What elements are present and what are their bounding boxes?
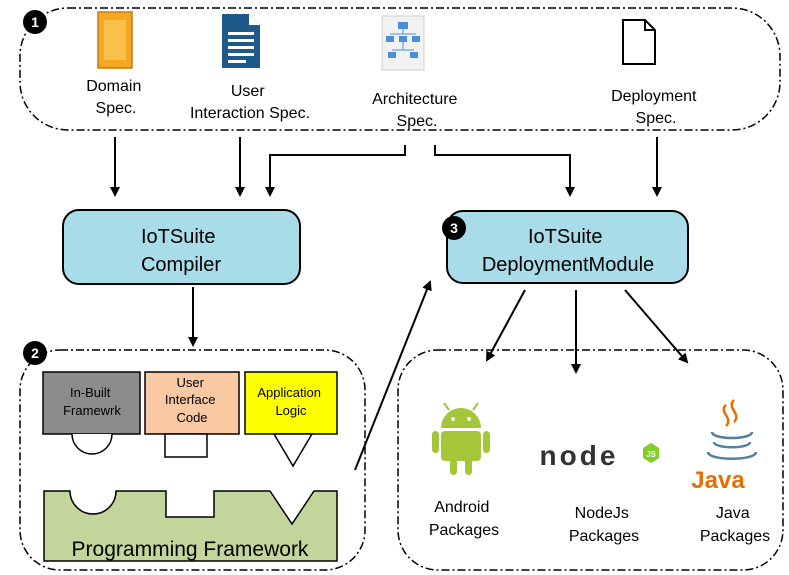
- user-interaction-spec-label: User Interaction Spec.: [190, 83, 310, 122]
- framework-to-deployment-arrow: [354, 280, 432, 471]
- java-logo-icon: Java: [691, 399, 758, 494]
- ui-code-connector: [164, 433, 208, 458]
- ui-code-label: User Interface Code: [165, 375, 219, 425]
- framework-region: [19, 349, 366, 571]
- document-icon: [222, 14, 260, 68]
- android-icon: [432, 402, 490, 475]
- badge-3: 3: [442, 216, 466, 240]
- iotsuite-deployment-module-box: [446, 210, 689, 284]
- deployment-spec-icon: [622, 19, 656, 65]
- badge-2: 2: [23, 341, 47, 365]
- inbuilt-framework-box: [42, 371, 141, 435]
- nodejs-logo-icon: node JS: [540, 440, 659, 471]
- nodejs-packages-label: NodeJs Packages: [569, 505, 639, 545]
- architecture-spec-icon: [381, 15, 425, 71]
- domain-spec-label: Domain Spec.: [86, 78, 146, 117]
- architecture-spec-label: Architecture Spec.: [372, 91, 462, 130]
- iotsuite-compiler-box: [62, 209, 301, 285]
- app-logic-connector: [272, 433, 314, 468]
- deployment-spec-label: Deployment Spec.: [611, 88, 701, 127]
- programming-framework-base: [43, 490, 338, 562]
- svg-text:Java: Java: [691, 467, 745, 494]
- packages-region: [397, 349, 784, 571]
- spec-arrows: [110, 137, 662, 197]
- inbuilt-connector: [71, 433, 113, 455]
- svg-text:JS: JS: [646, 450, 656, 459]
- spec-region: [19, 7, 781, 131]
- svg-text:1: 1: [31, 14, 39, 30]
- programming-framework-label: Programming Framework: [72, 538, 309, 561]
- java-packages-label: Java Packages: [700, 505, 770, 545]
- deployment-module-label: IoTSuite DeploymentModule: [482, 226, 654, 276]
- android-packages-label: Android Packages: [429, 499, 499, 539]
- app-logic-label: Application Logic: [257, 385, 324, 418]
- svg-text:node: node: [540, 440, 619, 471]
- package-arrows: [486, 289, 689, 374]
- svg-text:2: 2: [31, 345, 39, 361]
- domain-spec-icon: [97, 11, 133, 69]
- compiler-label: IoTSuite Compiler: [141, 226, 221, 276]
- badge-1: 1: [23, 10, 47, 34]
- app-logic-box: [244, 371, 338, 435]
- svg-text:3: 3: [450, 220, 458, 236]
- inbuilt-framework-label: In-Built Framewrk: [63, 385, 121, 418]
